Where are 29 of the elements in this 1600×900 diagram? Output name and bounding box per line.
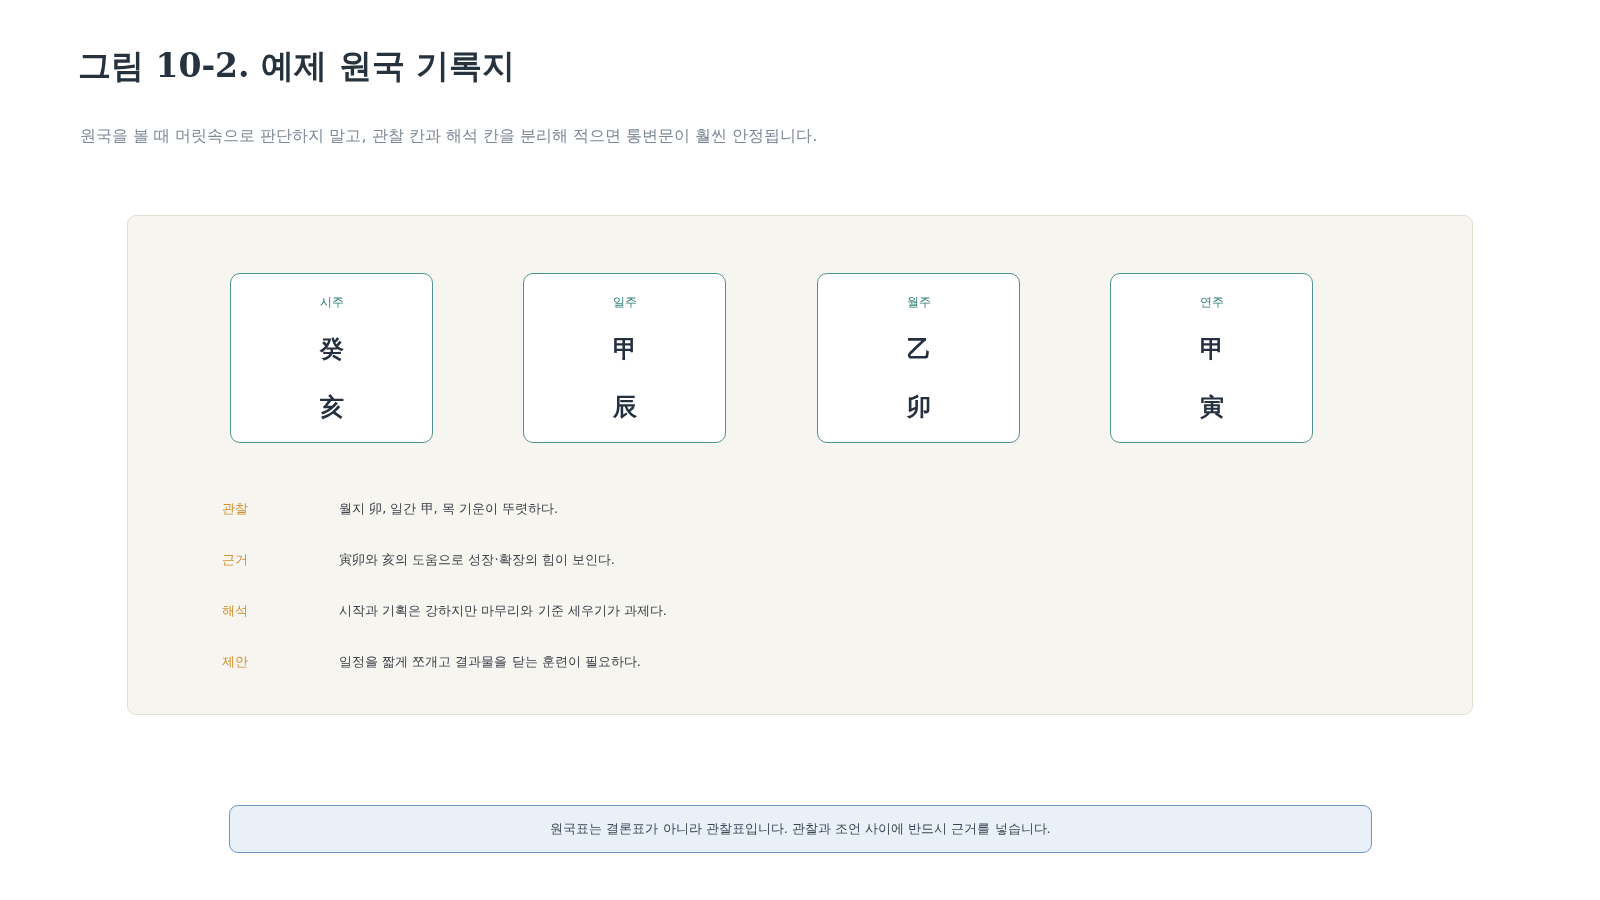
note-box	[229, 805, 1372, 853]
branch-character: 寅	[1199, 393, 1224, 422]
branch-character: 辰	[612, 393, 637, 422]
stem-character: 甲	[1199, 335, 1224, 364]
branch-character: 亥	[319, 393, 344, 422]
row-text: 일정을 짧게 쪼개고 결과물을 닫는 훈련이 필요하다.	[339, 653, 641, 671]
pillar-heading: 월주	[906, 294, 931, 311]
pillar-heading: 시주	[319, 294, 344, 311]
stem-character: 甲	[612, 335, 637, 364]
row-heading: 제안	[222, 653, 248, 671]
branch-character: 卯	[906, 393, 931, 422]
stem-character: 乙	[906, 335, 931, 364]
row-heading: 관찰	[222, 500, 248, 518]
row-heading: 근거	[222, 551, 248, 569]
pillar-card	[817, 273, 1020, 443]
subtitle: 원국을 볼 때 머릿속으로 판단하지 말고, 관찰 칸과 해석 칸을 분리해 적으면 통변문이 훨씬 안정됩니다.	[80, 126, 818, 147]
panel-card	[127, 215, 1473, 715]
title: 그림 10-2. 예제 원국 기록지	[78, 45, 516, 87]
row-text: 寅卯와 亥의 도움으로 성장·확장의 힘이 보인다.	[339, 551, 615, 569]
pillar-heading: 연주	[1199, 294, 1224, 311]
row-text: 월지 卯, 일간 甲, 목 기운이 뚜렷하다.	[339, 500, 559, 518]
pillar-card	[230, 273, 433, 443]
row-text: 시작과 기획은 강하지만 마무리와 기준 세우기가 과제다.	[339, 602, 667, 620]
pillar-heading: 일주	[612, 294, 637, 311]
stem-character: 癸	[319, 335, 344, 364]
pillar-card	[523, 273, 726, 443]
row-heading: 해석	[222, 602, 248, 620]
pillar-card	[1110, 273, 1313, 443]
note-text: 원국표는 결론표가 아니라 관찰표입니다. 관찰과 조언 사이에 반드시 근거를 넣습니다.	[550, 820, 1051, 838]
